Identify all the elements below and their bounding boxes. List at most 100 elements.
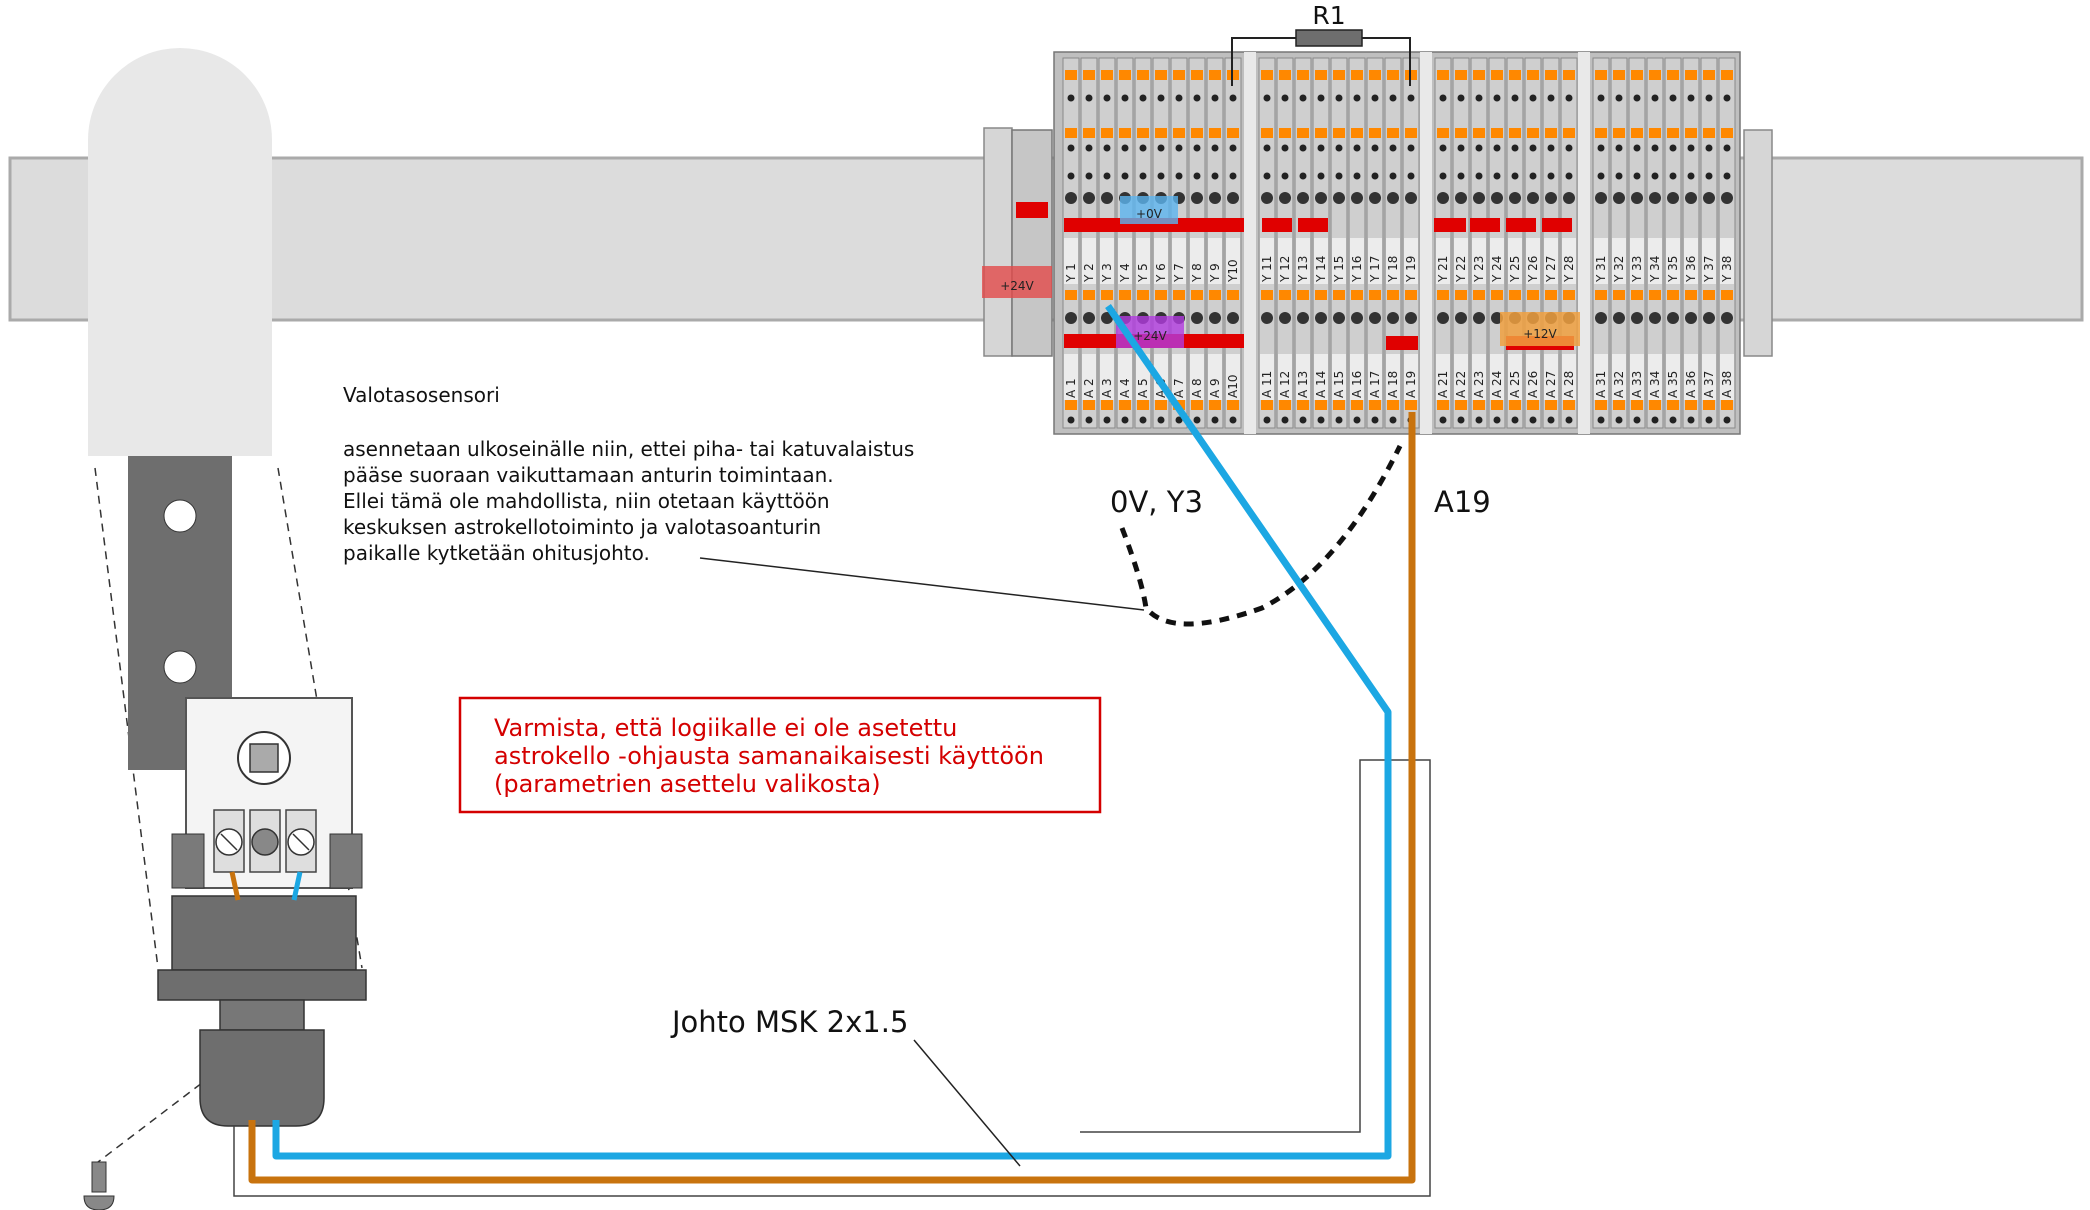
terminal-spring [1491,70,1503,80]
terminal-tag-y [1472,238,1486,284]
terminal-tag-a [1562,354,1576,400]
terminal-screw [1083,192,1095,204]
terminal-label-a: A 1 [1064,378,1078,398]
terminal-hole [1067,172,1075,180]
terminal-spring [1315,400,1327,410]
terminal-spring [1209,70,1221,80]
sensor-desc-5: paikalle kytketään ohitusjohto. [343,541,650,565]
terminal-tag-a [1508,354,1522,400]
terminal-spring [1227,128,1239,138]
terminal-spring [1685,70,1697,80]
terminal-spring [1315,70,1327,80]
terminal-spring [1649,70,1661,80]
terminal-tag-y [1350,238,1364,284]
terminal-spring [1509,400,1521,410]
terminal-tag-a [1260,354,1274,400]
wire-label-y3: 0V, Y3 [1110,485,1203,519]
terminal-screw [1473,312,1485,324]
terminal-label-y: Y 36 [1684,256,1698,283]
terminal-hole [1597,144,1605,152]
terminal-spring [1491,290,1503,300]
terminal-screw [1703,312,1715,324]
terminal-hole [1335,94,1343,102]
terminal-spring [1563,400,1575,410]
terminal-spring [1155,128,1167,138]
terminal-spring [1721,400,1733,410]
terminal-tag-y [1118,238,1132,284]
terminal-spring [1209,290,1221,300]
terminal-label-a: A 3 [1100,378,1114,398]
terminal-hole [1723,172,1731,180]
terminal-label-y: Y 7 [1172,263,1186,283]
terminal-spring [1595,128,1607,138]
terminal-label-a: A10 [1226,375,1240,398]
sensor-desc-1: asennetaan ulkoseinälle niin, ettei piha… [343,437,914,461]
terminal-spring [1613,128,1625,138]
terminal-hole [1651,172,1659,180]
terminal-screw [1351,312,1363,324]
terminal-hole [1407,172,1415,180]
terminal-label-a: A 26 [1526,371,1540,398]
terminal-label-a: A 31 [1594,371,1608,398]
terminal-spring [1333,70,1345,80]
terminal-spring [1631,70,1643,80]
terminal-screw [1227,312,1239,324]
terminal-hole [1705,144,1713,152]
terminal-hole [1439,416,1447,424]
terminal-spring [1065,70,1077,80]
terminal-spring [1455,400,1467,410]
terminal-spring [1545,128,1557,138]
terminal-spring [1631,400,1643,410]
label-12v: +12V [1523,327,1557,341]
terminal-label-a: A 14 [1314,371,1328,398]
terminal-label-y: Y 38 [1720,256,1734,283]
terminal-hole [1723,144,1731,152]
terminal-hole [1439,172,1447,180]
terminal-tag-a [1082,354,1096,400]
warning-box: Varmista, että logiikalle ei ole asetett… [458,696,1102,814]
terminal-hole [1103,172,1111,180]
terminal-hole [1211,94,1219,102]
terminal-screw [1405,192,1417,204]
terminal-hole [1193,94,1201,102]
terminal-tag-a [1684,354,1698,400]
terminal-hole [1335,144,1343,152]
terminal-screw [1667,312,1679,324]
terminal-screw [1721,312,1733,324]
terminal-hole [1511,416,1519,424]
terminal-hole [1229,144,1237,152]
terminal-label-a: A 28 [1562,371,1576,398]
terminal-hole [1493,94,1501,102]
brown-wire-terminal [229,871,241,901]
terminal-hole [1281,172,1289,180]
terminal-hole [1103,144,1111,152]
terminal-hole [1565,172,1573,180]
terminal-screw [1279,192,1291,204]
terminal-hole [1211,416,1219,424]
terminal-label-y: Y 21 [1436,256,1450,283]
terminal-spring [1261,70,1273,80]
terminal-spring [1191,290,1203,300]
terminal-screw [1387,312,1399,324]
terminal-hole [1103,416,1111,424]
terminal-spring [1137,128,1149,138]
terminal-spring [1279,70,1291,80]
brown-wire [248,412,1416,1184]
terminal-spring [1473,128,1485,138]
terminal-tag-y [1100,238,1114,284]
terminal-spring [1137,70,1149,80]
terminal-screw [1455,192,1467,204]
terminal-hole [1139,94,1147,102]
terminal-tag-y [1332,238,1346,284]
terminal-tag-y [1136,238,1150,284]
terminal-hole [1529,172,1537,180]
terminal-hole [1651,94,1659,102]
terminal-hole [1633,144,1641,152]
terminal-label-a: A 35 [1666,371,1680,398]
sensor-title: Valotasosensori [343,383,500,407]
terminal-label-y: Y 32 [1612,256,1626,283]
terminal-spring [1333,290,1345,300]
terminal-label-a: A 21 [1436,371,1450,398]
terminal-hole [1335,172,1343,180]
cable-label: Johto MSK 2x1.5 [670,1005,908,1039]
